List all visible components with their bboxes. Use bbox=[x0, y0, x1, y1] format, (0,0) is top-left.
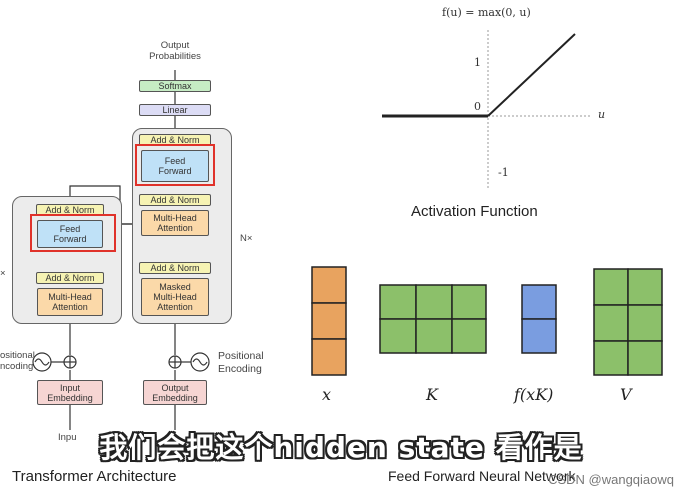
decoder-masked-attention: Masked Multi-Head Attention bbox=[141, 278, 209, 316]
label-v: V bbox=[620, 385, 632, 404]
linear-block: Linear bbox=[139, 104, 211, 116]
softmax-block: Softmax bbox=[139, 80, 211, 92]
watermark: CSDN @wangqiaowq bbox=[548, 472, 674, 487]
label-x: x bbox=[322, 385, 332, 404]
decoder-add-norm-bottom: Add & Norm bbox=[139, 262, 211, 274]
axis-u-label: u bbox=[598, 108, 606, 121]
encoder-multi-head-attention: Multi-Head Attention bbox=[37, 288, 103, 316]
matrix-k bbox=[379, 284, 487, 354]
video-subtitle: 我们会把这个hidden state 看作是 bbox=[99, 431, 583, 464]
transformer-caption: Transformer Architecture bbox=[12, 468, 177, 485]
relu-slope-segment bbox=[487, 33, 576, 117]
tick-neg-one: -1 bbox=[498, 166, 509, 179]
decoder-ff-highlight bbox=[135, 144, 215, 186]
ffn-caption: Feed Forward Neural Network bbox=[388, 468, 576, 484]
decoder-multi-head-attention: Multi-Head Attention bbox=[141, 210, 209, 236]
matrix-v bbox=[593, 268, 663, 376]
decoder-add-norm-mid: Add & Norm bbox=[139, 194, 211, 206]
input-embedding-block: Input Embedding bbox=[37, 380, 103, 405]
tick-one: 1 bbox=[474, 56, 481, 69]
ffn-matrices bbox=[311, 266, 663, 376]
label-k: K bbox=[426, 385, 438, 404]
matrix-x bbox=[311, 266, 347, 376]
positional-encoding-right-label: Positional Encoding bbox=[218, 350, 264, 375]
relu-graph bbox=[382, 30, 590, 190]
tick-zero: 0 bbox=[474, 100, 481, 113]
positional-encoding-left-label: ositional ncoding bbox=[0, 350, 35, 372]
label-fxk: f(xK) bbox=[514, 385, 554, 404]
encoder-add-norm-bottom: Add & Norm bbox=[36, 272, 104, 284]
encoder-feed-forward: Feed Forward bbox=[37, 220, 103, 248]
encoder-ff-highlight bbox=[30, 214, 116, 252]
inputs-label: Inpu bbox=[58, 432, 77, 443]
relu-formula: f(u) = max(0, u) bbox=[442, 6, 531, 19]
output-embedding-block: Output Embedding bbox=[143, 380, 207, 405]
activation-caption: Activation Function bbox=[411, 203, 538, 220]
output-probabilities-label: Output Probabilities bbox=[149, 40, 201, 62]
encoder-nx-label: × bbox=[0, 268, 6, 279]
decoder-feed-forward: Feed Forward bbox=[141, 150, 209, 182]
matrix-fxk bbox=[521, 284, 557, 354]
decoder-nx-label: N× bbox=[240, 233, 253, 244]
